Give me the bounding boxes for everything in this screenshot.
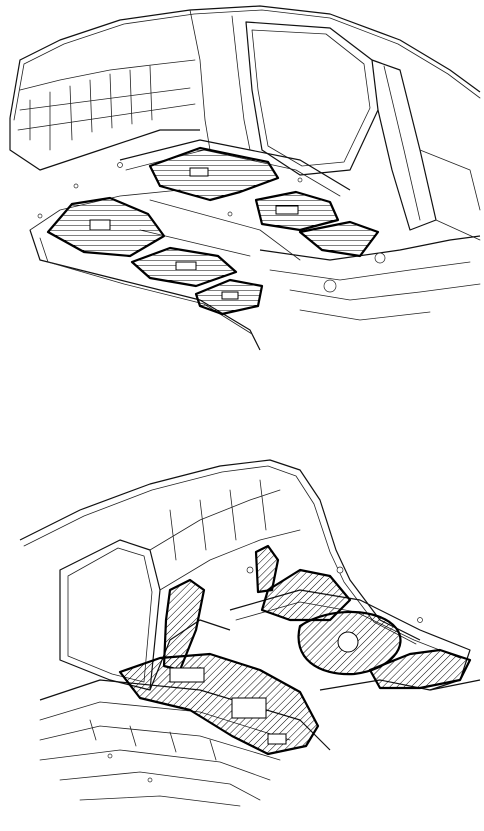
rear-zone-pillar-upper xyxy=(254,544,280,594)
front-zone-right-rear xyxy=(298,220,380,258)
front-zone-tunnel-top xyxy=(148,146,280,202)
body-frame-lines xyxy=(19,459,481,807)
rear-zone-trunk-right xyxy=(368,648,472,690)
front-floor-figure xyxy=(0,0,484,360)
rear-floor-figure xyxy=(0,440,484,831)
rear-zone-pillar-left xyxy=(162,578,206,672)
rear-zone-trunk-back xyxy=(260,568,352,622)
front-floor-diagram xyxy=(9,5,481,351)
hatched-zones xyxy=(118,544,472,756)
rear-zone-seat-pan xyxy=(118,652,320,756)
hatched-zones xyxy=(46,146,380,316)
rear-floor-diagram xyxy=(19,459,481,807)
